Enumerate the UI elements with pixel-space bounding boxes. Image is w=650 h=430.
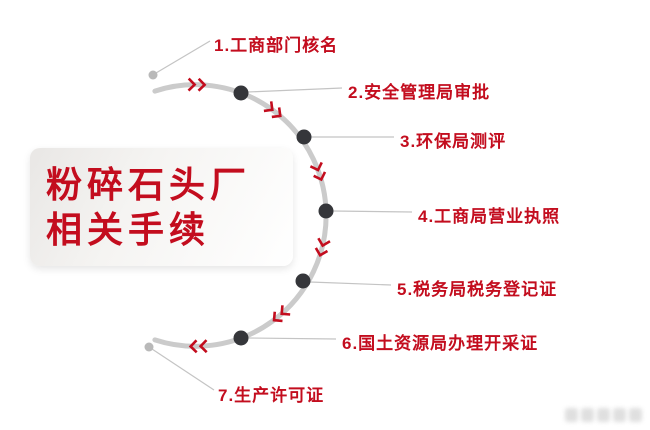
direction-chevron-icon (272, 305, 291, 323)
direction-chevron-icon (314, 237, 331, 258)
watermark (565, 408, 642, 422)
direction-chevron-icon (263, 101, 282, 119)
leader-line-7 (151, 348, 215, 391)
leader-line-4 (332, 210, 413, 213)
step-label-5: 5.税务局税务登记证 (397, 280, 558, 299)
step-label-3: 3.环保局测评 (400, 132, 507, 151)
step-label-4: 4.工商局营业执照 (418, 207, 561, 226)
node-dot-2 (233, 85, 249, 101)
node-dot-3 (296, 129, 312, 145)
step-label-7: 7.生产许可证 (218, 386, 325, 405)
title-line-2: 相关手续 (46, 209, 211, 250)
arc-start-dot (148, 70, 158, 80)
watermark-glyph (629, 408, 642, 422)
title-card: 粉碎石头厂 相关手续 (30, 148, 293, 266)
direction-chevron-icon (188, 339, 208, 354)
node-dot-4 (318, 203, 334, 219)
leader-line-5 (309, 281, 392, 286)
node-dot-5 (295, 273, 311, 289)
watermark-glyph (597, 408, 610, 422)
step-label-6: 6.国土资源局办理开采证 (342, 334, 539, 353)
leader-line-6 (247, 337, 337, 340)
title-line-1: 粉碎石头厂 (46, 164, 252, 205)
direction-chevron-icon (309, 161, 327, 182)
arc-end-dot (144, 342, 154, 352)
page-title: 粉碎石头厂 相关手续 (30, 148, 293, 252)
direction-chevron-icon (187, 77, 207, 92)
node-dot-6 (233, 330, 249, 346)
leader-line-2 (247, 87, 343, 93)
step-label-2: 2.安全管理局审批 (348, 83, 491, 102)
watermark-glyph (565, 408, 578, 422)
leader-line-1 (155, 40, 211, 74)
watermark-glyph (581, 408, 594, 422)
step-label-1: 1.工商部门核名 (214, 36, 339, 55)
watermark-glyph (613, 408, 626, 422)
